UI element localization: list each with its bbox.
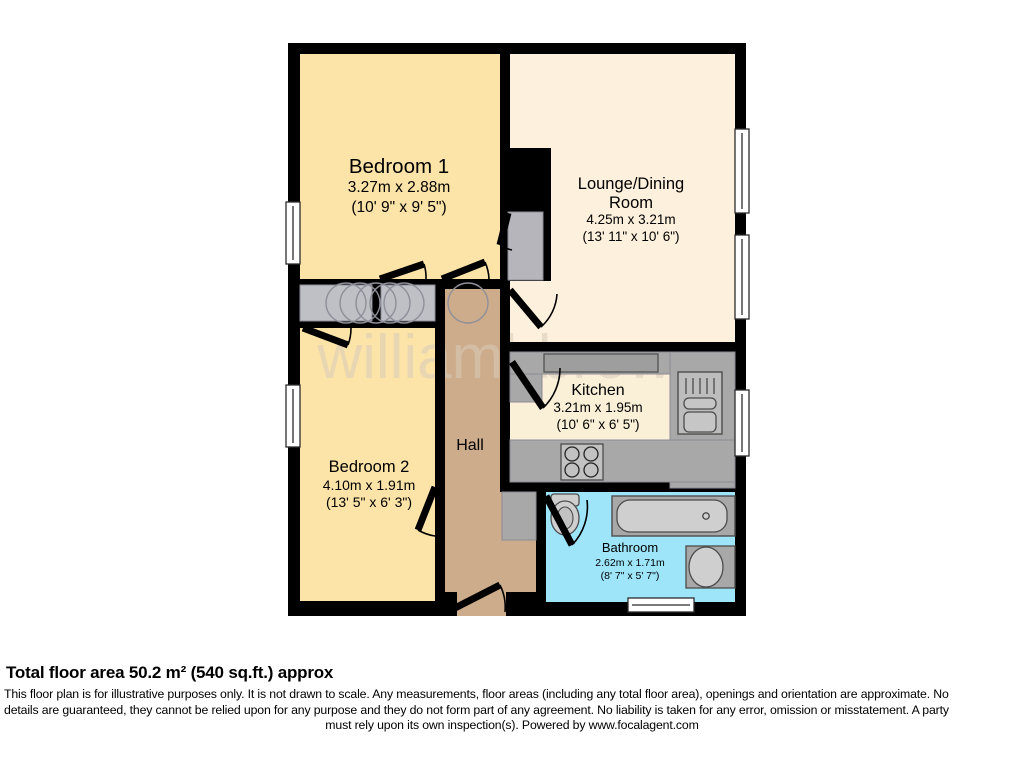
lounge-label-line2: Room xyxy=(609,194,653,212)
kitchen-dim-metric: 3.21m x 1.95m xyxy=(553,400,642,415)
total-floor-area: Total floor area 50.2 m² (540 sq.ft.) ap… xyxy=(6,663,334,682)
bath-icon xyxy=(611,495,736,537)
bathroom-dim-metric: 2.62m x 1.71m xyxy=(595,557,665,569)
footer: Total floor area 50.2 m² (540 sq.ft.) ap… xyxy=(0,655,1024,768)
bedroom-1-dim-imperial: (10' 9" x 9' 5") xyxy=(351,199,446,216)
bathroom-fittings xyxy=(550,493,736,589)
kitchen-label: Kitchen xyxy=(571,382,624,399)
bedroom-2-dim-metric: 4.10m x 1.91m xyxy=(323,477,416,493)
disclaimer-line-3: must rely upon its own inspection(s). Po… xyxy=(325,718,699,732)
door-lounge-cupboard xyxy=(496,212,513,251)
bathroom-label: Bathroom xyxy=(602,540,658,555)
door-bedroom-1 xyxy=(378,260,427,283)
bedroom-2-label: Bedroom 2 xyxy=(329,458,410,476)
bedroom-1-dim-metric: 3.27m x 2.88m xyxy=(348,179,451,196)
lounge-label-line1: Lounge/Dining xyxy=(578,175,684,193)
door-bedroom-2 xyxy=(414,485,439,537)
kitchen-fittings xyxy=(509,351,736,489)
doors xyxy=(301,212,589,613)
window-bedroom-2 xyxy=(285,384,301,448)
disclaimer-line-2: details are guaranteed, they cannot be r… xyxy=(4,702,949,717)
lounge-cupboard xyxy=(507,211,544,281)
window-lounge-upper xyxy=(734,128,750,214)
door-cupboard-left xyxy=(301,324,352,349)
bathroom-dim-imperial: (8' 7" x 5' 7") xyxy=(601,570,660,582)
floor-plan-drawing: williamhbrown xyxy=(285,43,750,616)
window-kitchen xyxy=(734,389,750,457)
door-bathroom xyxy=(542,494,589,547)
hall-label: Hall xyxy=(456,437,484,454)
cupboards xyxy=(299,282,489,324)
windows xyxy=(285,128,750,613)
kitchen-sink-icon xyxy=(677,371,723,435)
disclaimer-text: This floor plan is for illustrative purp… xyxy=(4,687,1020,734)
lounge-dim-imperial: (13' 11" x 10' 6") xyxy=(582,229,679,244)
washbasin-icon xyxy=(685,545,736,589)
cupboard-right xyxy=(380,284,436,322)
lounge-fill xyxy=(510,54,735,352)
kitchen-dim-imperial: (10' 6" x 6' 5") xyxy=(556,417,639,432)
floor-plan-canvas: williamhbrown xyxy=(285,43,750,616)
bedroom-2-fill xyxy=(300,328,445,601)
disclaimer-line-1: This floor plan is for illustrative purp… xyxy=(4,687,949,701)
kitchen-wall-unit xyxy=(543,353,659,373)
lounge-dim-metric: 4.25m x 3.21m xyxy=(586,212,675,227)
door-lounge xyxy=(507,287,558,330)
kitchen-counter-bottom xyxy=(509,439,736,483)
bedroom-2-dim-imperial: (13' 5" x 6' 3") xyxy=(326,494,412,510)
window-lounge-lower xyxy=(734,234,750,320)
bedroom-1-fill xyxy=(300,54,500,279)
cupboard-rail-icon xyxy=(325,282,489,324)
door-kitchen xyxy=(509,360,561,410)
window-bathroom xyxy=(627,597,695,613)
window-bedroom-1 xyxy=(285,201,301,265)
door-bedroom-1-hall xyxy=(440,258,490,283)
room-labels: Bedroom 1 3.27m x 2.88m (10' 9" x 9' 5")… xyxy=(323,155,685,582)
hall-cupboard-lower xyxy=(501,491,537,541)
kitchen-hob-icon xyxy=(560,443,604,481)
bedroom-1-label: Bedroom 1 xyxy=(349,155,449,178)
door-entrance xyxy=(453,581,507,613)
